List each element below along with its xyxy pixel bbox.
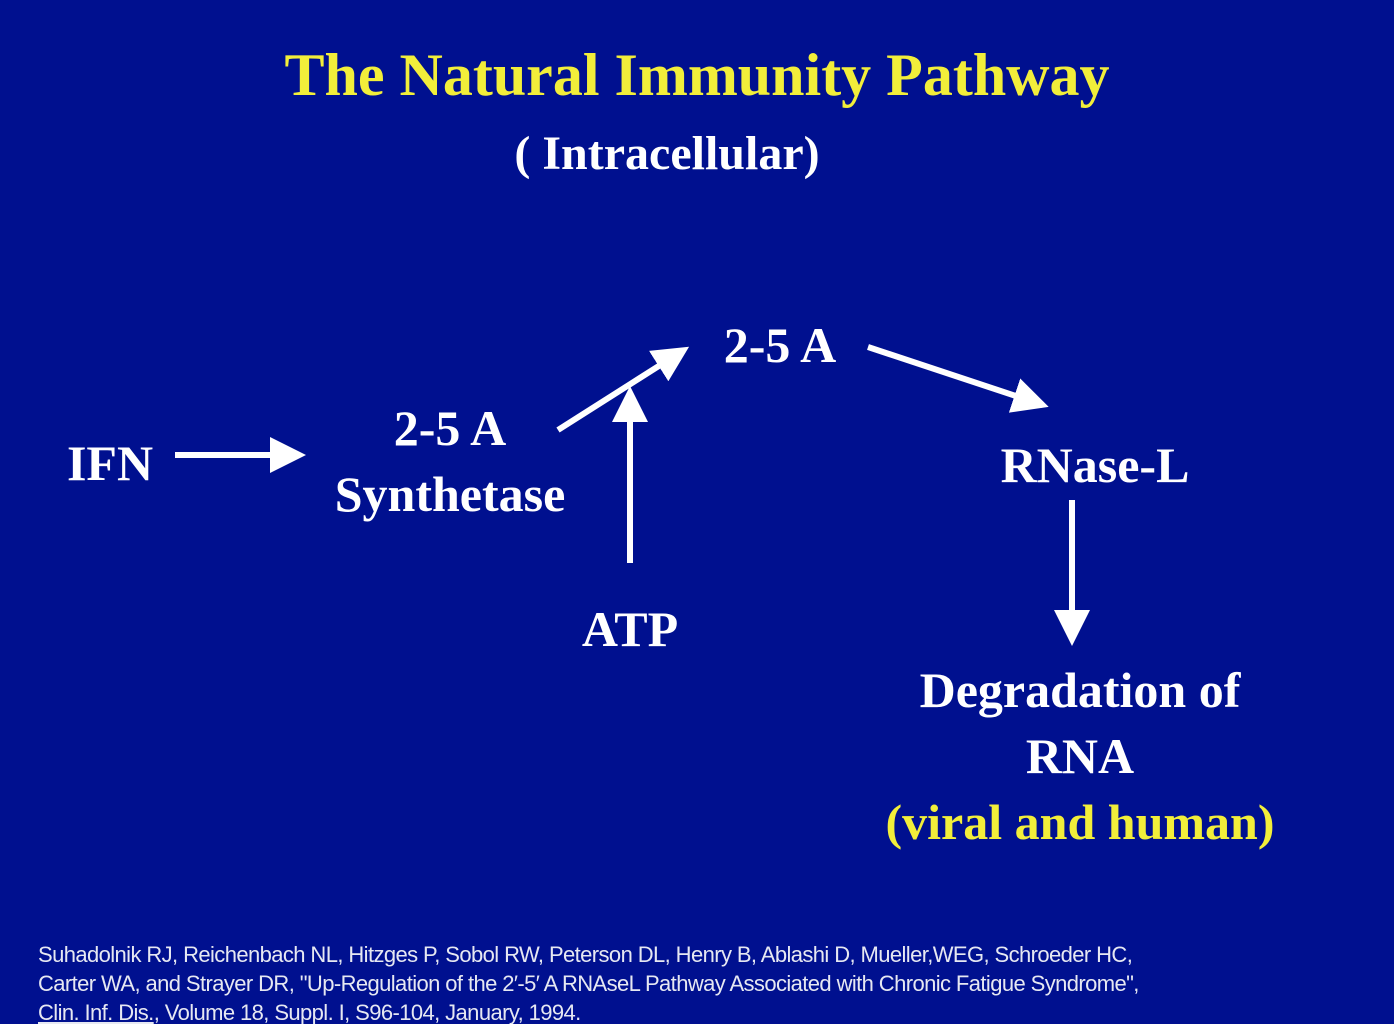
node-synthetase-line1: 2-5 A xyxy=(393,400,507,456)
node-degradation-of-rna: Degradation of RNA (viral and human) xyxy=(860,657,1300,855)
node-2-5a-label: 2-5 A xyxy=(723,317,837,373)
citation-line-1: Suhadolnik RJ, Reichenbach NL, Hitzges P… xyxy=(38,942,1133,967)
citation-line-2: Carter WA, and Strayer DR, "Up-Regulatio… xyxy=(38,971,1139,996)
slide-subtitle: ( Intracellular) xyxy=(514,127,820,180)
slide-title: The Natural Immunity Pathway xyxy=(284,42,1110,108)
node-ifn: IFN xyxy=(40,430,180,496)
arrow-2-5a-to-rnase-l xyxy=(867,344,1049,413)
citation-journal: Clin. Inf. Dis. xyxy=(38,1000,154,1024)
citation-line-3: Clin. Inf. Dis., Volume 18, Suppl. I, S9… xyxy=(38,998,1368,1024)
node-degradation-line1: Degradation of xyxy=(919,662,1241,718)
node-ifn-label: IFN xyxy=(66,435,154,491)
citation-details: , Volume 18, Suppl. I, S96-104, January,… xyxy=(153,1000,582,1024)
node-degradation-line2: RNA xyxy=(1025,728,1135,784)
node-synthetase-line2: Synthetase xyxy=(334,466,566,522)
node-2-5a: 2-5 A xyxy=(700,312,860,378)
node-degradation-note: (viral and human) xyxy=(885,794,1275,850)
node-2-5a-synthetase: 2-5 A Synthetase xyxy=(300,395,600,527)
node-atp: ATP xyxy=(540,596,720,662)
citation: Suhadolnik RJ, Reichenbach NL, Hitzges P… xyxy=(38,940,1368,1024)
node-atp-label: ATP xyxy=(581,601,679,657)
node-rnase-l-label: RNase-L xyxy=(1000,437,1190,493)
node-rnase-l: RNase-L xyxy=(960,432,1230,498)
